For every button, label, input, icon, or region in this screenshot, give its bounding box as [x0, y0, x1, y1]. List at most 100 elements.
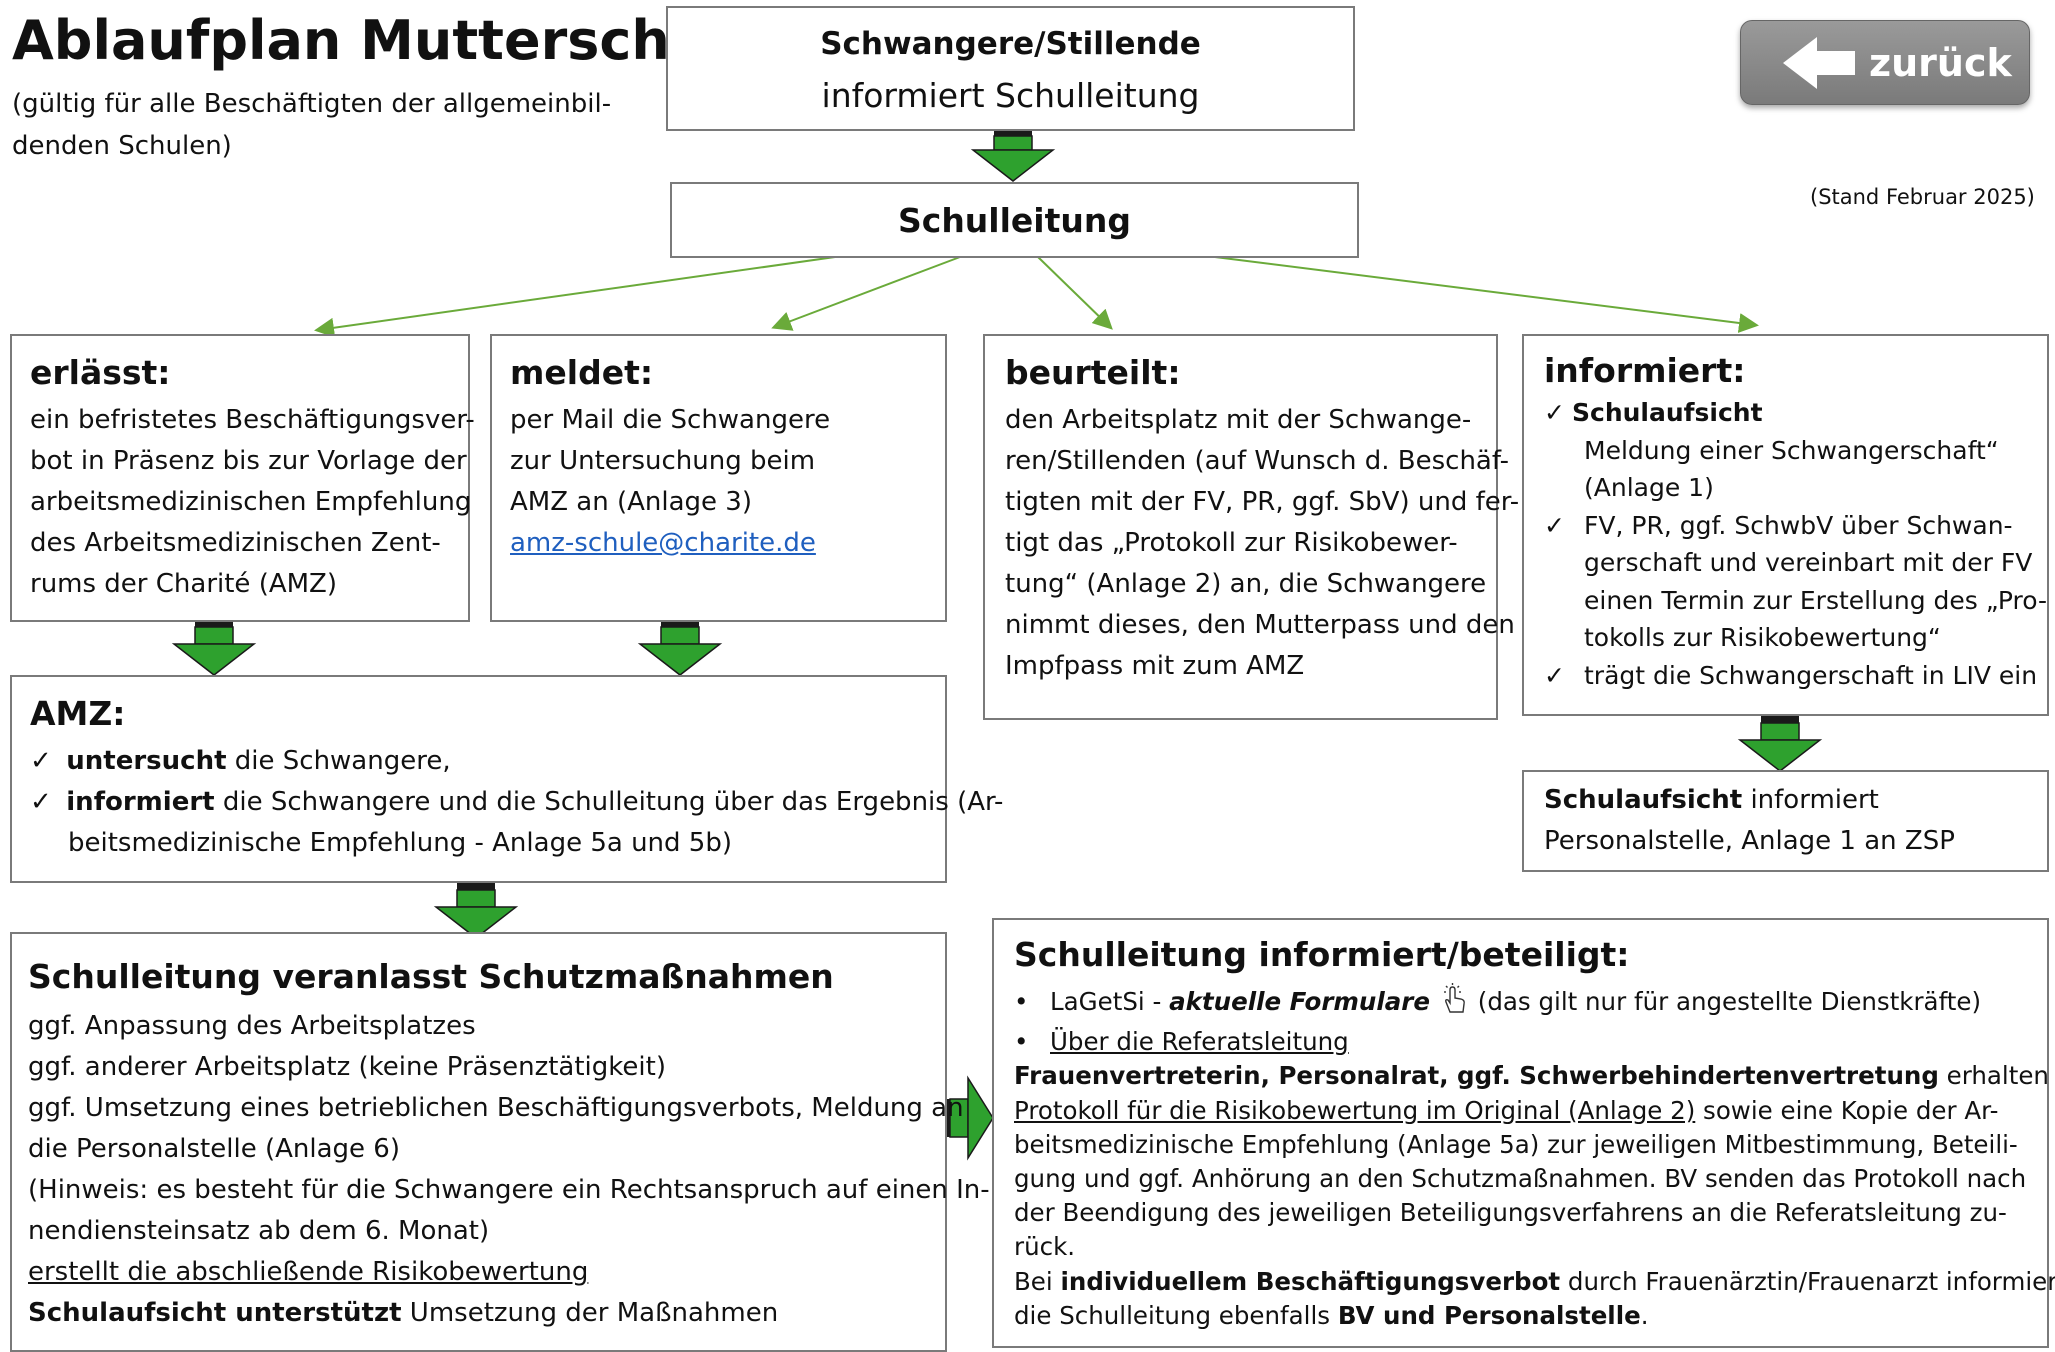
informiert-item-1-line: Meldung einer Schwangerschaft“	[1584, 435, 1999, 465]
erlaesst-box: erlässt: ein befristetes Beschäftigungsv…	[10, 334, 475, 622]
beurteilt-line: den Arbeitsplatz mit der Schwange-	[1005, 400, 1481, 441]
beteiligt-text: • LaGetSi - aktuelle Formulare (das gilt …	[1014, 982, 2055, 1333]
beteiligt-p1-bold: Frauenvertreterin, Personalrat, ggf. Sch…	[1014, 1061, 1939, 1091]
aktuelle-formulare-link[interactable]: aktuelle Formulare	[1169, 987, 1430, 1016]
schulleitung-box-label: Schulleitung	[897, 201, 1131, 240]
bullet-icon: •	[1014, 987, 1029, 1016]
erlaesst-line: bot in Präsenz bis zur Vorlage der	[30, 446, 467, 476]
beurteilt-line-text: den Arbeitsplatz mit der Schwange-	[1005, 405, 1472, 435]
informiert-item-2-text: FV, PR, ggf. SchwbV über Schwan-	[1584, 510, 2013, 540]
hand-pointer-icon[interactable]	[1438, 982, 1478, 1025]
meldet-line: zur Untersuchung beim	[510, 446, 816, 476]
beteiligt-p2-pre: Bei	[1014, 1266, 1061, 1296]
beteiligt-p1-line: rück.	[1014, 1232, 1076, 1262]
down-arrow-amz	[433, 883, 519, 939]
erlaesst-line: des Arbeitsmedizinischen Zent-	[30, 528, 441, 558]
beteiligt-p1-line1: Frauenvertreterin, Personalrat, ggf. Sch…	[1014, 1059, 2055, 1093]
schulleitung-box: Schulleitung	[670, 182, 1359, 258]
amz-item-1-bold: untersucht	[66, 746, 227, 776]
down-arrow-informiert	[1737, 716, 1823, 772]
beteiligt-p2-l2-bold: BV und Personalstelle	[1337, 1300, 1641, 1330]
bullet-1-note: (das gilt nur für angestellte Dienstkräf…	[1477, 987, 1982, 1016]
beurteilt-line: tung“ (Anlage 2) an, die Schwangere	[1005, 569, 1487, 599]
risikobewertung-link[interactable]: erstellt die abschließende Risikobewertu…	[28, 1257, 589, 1287]
referatsleitung-link[interactable]: Über die Referatsleitung	[1050, 1027, 1349, 1057]
connector-line-informiert	[1214, 256, 1759, 333]
beteiligt-p1-line2-rest: sowie eine Kopie der Ar-	[1695, 1095, 1999, 1125]
meldet-heading: meldet:	[510, 353, 654, 392]
schulaufsicht-text: Schulaufsicht informiert Personalstelle,…	[1544, 780, 1955, 862]
erlaesst-line: ein befristetes Beschäftigungsver-	[30, 405, 475, 435]
lagetsi-label: LaGetSi -	[1050, 987, 1170, 1016]
amz-list: ✓ untersucht die Schwangere, ✓ informier…	[30, 741, 1003, 864]
connector-line-meldet	[771, 256, 961, 331]
schutzmassnahmen-line: ggf. anderer Arbeitsplatz (keine Präsenz…	[28, 1052, 666, 1082]
schutzmassnahmen-box: Schulleitung veranlasst Schutzmaßnahmen …	[10, 932, 990, 1352]
back-button[interactable]: zurück	[1740, 20, 2030, 105]
beurteilt-box: beurteilt: den Arbeitsplatz mit der Schw…	[983, 334, 1520, 720]
checkmark-icon: ✓	[1544, 398, 1565, 427]
schutzmassnahmen-line: nendiensteinsatz ab dem 6. Monat)	[28, 1216, 490, 1246]
beurteilt-text: den Arbeitsplatz mit der Schwange- ren/S…	[1005, 400, 1520, 687]
informiert-item-3: ✓ trägt die Schwangerschaft in LIV ein	[1544, 657, 2047, 695]
schulaufsicht-bold: Schulaufsicht	[1544, 785, 1743, 815]
arrow-left-icon	[1783, 37, 1855, 89]
down-arrow-meldet	[637, 620, 723, 676]
erlaesst-line: rums der Charité (AMZ)	[30, 569, 338, 599]
protokoll-link[interactable]: Protokoll für die Risikobewertung im Ori…	[1014, 1095, 1696, 1125]
beteiligt-p2-rest: durch Frauenärztin/Frauenarzt informiert	[1560, 1266, 2055, 1296]
beteiligt-heading: Schulleitung informiert/beteiligt:	[1014, 935, 1630, 974]
informiert-item-3-text: trägt die Schwangerschaft in LIV ein	[1584, 660, 2038, 690]
beteiligt-bullet-1: • LaGetSi - aktuelle Formulare (das gilt …	[1014, 982, 2055, 1025]
beteiligt-p1-line: gung und ggf. Anhörung an den Schutzmaßn…	[1014, 1164, 2027, 1194]
amz-item-2-rest: die Schwangere und die Schulleitung über…	[214, 787, 1004, 817]
email-link[interactable]: amz-schule@charite.de	[510, 528, 816, 558]
schutzmassnahmen-last-bold: Schulaufsicht unterstützt	[28, 1298, 402, 1328]
beteiligt-p2-l2-end: .	[1640, 1300, 1649, 1330]
schutzmassnahmen-line: ggf. Anpassung des Arbeitsplatzes	[28, 1011, 476, 1041]
informiert-list: ✓Schulaufsicht Meldung einer Schwangersc…	[1544, 394, 2047, 694]
checkmark-icon: ✓	[30, 746, 52, 776]
schulaufsicht-box: Schulaufsicht informiert Personalstelle,…	[1522, 770, 2049, 872]
schutzmassnahmen-last-rest: Umsetzung der Maßnahmen	[401, 1298, 779, 1328]
beteiligt-p2-line2: die Schulleitung ebenfalls BV und Person…	[1014, 1299, 2055, 1333]
meldet-box: meldet: per Mail die Schwangere zur Unte…	[490, 334, 947, 622]
amz-item-1-rest: die Schwangere,	[226, 746, 451, 776]
checkmark-icon: ✓	[1544, 660, 1565, 690]
erlaesst-text: ein befristetes Beschäftigungsver- bot i…	[30, 400, 475, 605]
schwangere-box: Schwangere/Stillende informiert Schullei…	[666, 6, 1355, 131]
informiert-heading: informiert:	[1544, 351, 1746, 390]
meldet-line: per Mail die Schwangere	[510, 405, 831, 435]
page-subtitle-line2: denden Schulen)	[12, 131, 232, 161]
schutzmassnahmen-text: ggf. Anpassung des Arbeitsplatzes ggf. a…	[28, 1006, 990, 1334]
amz-item-2-bold: informiert	[66, 787, 215, 817]
schutzmassnahmen-line: (Hinweis: es besteht für die Schwangere …	[28, 1175, 990, 1205]
checkmark-icon: ✓	[1544, 510, 1565, 540]
beurteilt-line: tigten mit der FV, PR, ggf. SbV) und fer…	[1005, 487, 1520, 517]
page-subtitle-line1: (gültig für alle Beschäftigten der allge…	[12, 89, 612, 119]
schulaufsicht-line2: Personalstelle, Anlage 1 an ZSP	[1544, 826, 1955, 856]
down-arrow-erlaesst	[171, 620, 257, 676]
amz-item-2-line2: beitsmedizinische Empfehlung - Anlage 5a…	[68, 828, 732, 858]
beteiligt-p1-line2: Protokoll für die Risikobewertung im Ori…	[1014, 1094, 2055, 1128]
informiert-item-1: ✓Schulaufsicht	[1544, 394, 2047, 432]
bullet-icon: •	[1014, 1027, 1029, 1057]
beteiligt-bullet-2: • Über die Referatsleitung	[1014, 1025, 2055, 1059]
meldet-text: per Mail die Schwangere zur Untersuchung…	[510, 400, 830, 564]
informiert-item-2: ✓ FV, PR, ggf. SchwbV über Schwan-	[1544, 507, 2047, 545]
schutzmassnahmen-line: ggf. Umsetzung eines betrieblichen Besch…	[28, 1093, 964, 1123]
beteiligt-p2-bold: individuellem Beschäftigungsverbot	[1060, 1266, 1561, 1296]
beteiligt-p2-l2-pre: die Schulleitung ebenfalls	[1014, 1300, 1338, 1330]
beteiligt-p1-line: der Beendigung des jeweiligen Beteiligun…	[1014, 1198, 2007, 1228]
beteiligt-p2-line1: Bei individuellem Beschäftigungsverbot d…	[1014, 1265, 2055, 1299]
beteiligt-p1-rest: erhalten das	[1946, 1061, 2055, 1091]
stand-date: (Stand Februar 2025)	[1810, 185, 2035, 209]
informiert-item-2-line: einen Termin zur Erstellung des „Pro-	[1584, 585, 2047, 615]
back-button-label: zurück	[1869, 41, 2012, 85]
informiert-item-1-line: (Anlage 1)	[1584, 473, 1714, 502]
schwangere-box-line2: informiert Schulleitung	[821, 76, 1200, 115]
informiert-item-2-line: gerschaft und vereinbart mit der FV	[1584, 548, 2033, 577]
schutzmassnahmen-last: Schulaufsicht unterstützt Umsetzung der …	[28, 1293, 990, 1334]
amz-item-1: ✓ untersucht die Schwangere,	[30, 741, 1003, 782]
